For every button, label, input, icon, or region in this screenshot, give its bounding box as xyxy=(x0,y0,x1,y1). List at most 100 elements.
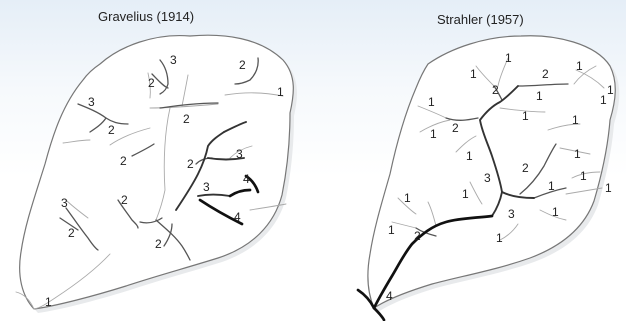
left-order-label: 2 xyxy=(121,193,128,207)
right-stream-order1 xyxy=(559,147,591,155)
right-order-label: 1 xyxy=(404,191,411,205)
left-stream-order3 xyxy=(197,193,231,197)
right-order-label: 1 xyxy=(552,205,559,219)
left-order-label: 3 xyxy=(61,196,68,210)
left-stream-order3 xyxy=(223,121,247,133)
left-stream-order1 xyxy=(155,107,171,221)
right-stream-order3 xyxy=(479,85,519,217)
right-stream-order4 xyxy=(356,288,376,310)
left-stream-order1 xyxy=(147,72,151,99)
right-order-label: 1 xyxy=(505,51,512,65)
left-stream-order1 xyxy=(229,145,253,159)
right-order-label: 2 xyxy=(522,161,529,175)
right-stream-order1 xyxy=(469,181,483,205)
right-stream-order1 xyxy=(565,187,603,195)
right-basin-outline xyxy=(367,35,616,309)
right-stream-order1 xyxy=(547,123,581,131)
left-stream-order2 xyxy=(59,217,79,231)
right-stream-order1 xyxy=(475,65,495,87)
right-order-label: 2 xyxy=(452,121,459,135)
right-stream-order1 xyxy=(427,201,437,227)
right-stream-order1 xyxy=(455,135,477,153)
right-stream-order1 xyxy=(497,57,509,87)
right-order-label: 1 xyxy=(580,169,587,183)
right-stream-order1 xyxy=(417,105,447,119)
right-order-label: 1 xyxy=(572,113,579,127)
right-stream-order1 xyxy=(499,223,519,241)
left-order-label: 1 xyxy=(45,295,52,309)
right-order-label: 1 xyxy=(574,147,581,161)
left-stream-order2 xyxy=(151,73,169,89)
left-order-label: 4 xyxy=(234,210,241,224)
left-stream-order2 xyxy=(131,143,155,157)
right-order-label: 1 xyxy=(470,67,477,81)
left-stream-order1 xyxy=(149,103,219,109)
left-stream-order1 xyxy=(15,291,35,310)
right-order-label: 1 xyxy=(388,223,395,237)
right-order-label: 1 xyxy=(607,83,614,97)
left-stream-order2 xyxy=(234,57,259,85)
left-stream-order1 xyxy=(65,199,89,219)
left-stream-order2 xyxy=(159,102,219,109)
right-order-label: 2 xyxy=(492,83,499,97)
right-stream-order1 xyxy=(573,65,597,85)
left-stream-order1 xyxy=(109,127,151,146)
right-order-label: 2 xyxy=(542,67,549,81)
left-order-label: 2 xyxy=(148,76,155,90)
left-stream-order2 xyxy=(105,117,129,125)
left-stream-order1 xyxy=(33,253,111,310)
right-stream-order1 xyxy=(419,119,451,133)
right-stream-order2 xyxy=(519,143,557,195)
left-order-label: 3 xyxy=(88,95,95,109)
right-stream-order3 xyxy=(501,191,535,199)
left-order-label: 1 xyxy=(277,85,284,99)
right-order-label: 1 xyxy=(428,95,435,109)
right-order-label: 1 xyxy=(496,231,503,245)
left-order-label: 2 xyxy=(155,237,162,251)
left-stream-order2 xyxy=(65,207,99,251)
left-stream-order1 xyxy=(181,74,189,107)
right-order-label: 3 xyxy=(484,171,491,185)
left-basin-outline xyxy=(19,34,294,310)
left-order-label: 2 xyxy=(187,157,194,171)
right-order-label: 1 xyxy=(466,149,473,163)
right-stream-order2 xyxy=(445,117,479,121)
right-stream-order1 xyxy=(391,221,417,229)
right-order-label: 3 xyxy=(508,207,515,221)
left-stream-order4 xyxy=(244,174,260,194)
right-order-label: 1 xyxy=(430,127,437,141)
left-order-label: 2 xyxy=(120,154,127,168)
left-stream-order1 xyxy=(224,92,284,97)
right-basin-group: 1 1 2 1 1 1 2 1 1 1 1 1 1 1 3 2 1 1 2 1 … xyxy=(356,35,620,321)
left-stream-order2 xyxy=(117,199,139,229)
left-order-label: 3 xyxy=(236,147,243,161)
left-stream-order4 xyxy=(228,188,252,198)
left-stream-order4 xyxy=(198,198,244,226)
left-order-label: 2 xyxy=(108,123,115,137)
left-stream-order2 xyxy=(155,219,191,261)
right-panel-title: Strahler (1957) xyxy=(437,12,524,27)
right-stream-order1 xyxy=(397,197,417,215)
left-order-label: 4 xyxy=(243,172,250,186)
right-stream-order4 xyxy=(372,306,386,321)
left-basin-group: 3 2 2 1 3 2 2 2 3 2 3 2 2 3 4 4 2 1 xyxy=(15,34,298,313)
left-stream-order2 xyxy=(159,59,169,95)
left-stream-order2 xyxy=(163,223,173,247)
left-order-label: 3 xyxy=(170,53,177,67)
left-order-label: 2 xyxy=(183,112,190,126)
right-order-label: 1 xyxy=(576,59,583,73)
left-stream-order3 xyxy=(175,131,225,211)
right-order-label: 1 xyxy=(522,109,529,123)
left-stream-order2 xyxy=(139,217,163,224)
right-stream-order1 xyxy=(499,107,546,113)
right-order-label: 1 xyxy=(462,187,469,201)
left-stream-order1 xyxy=(62,139,91,144)
right-order-label: 4 xyxy=(386,289,393,303)
left-stream-order3 xyxy=(207,157,245,161)
right-stream-order1 xyxy=(575,69,605,89)
left-panel-title: Gravelius (1914) xyxy=(98,9,195,24)
right-order-label: 2 xyxy=(414,229,421,243)
right-order-label: 1 xyxy=(536,89,543,103)
